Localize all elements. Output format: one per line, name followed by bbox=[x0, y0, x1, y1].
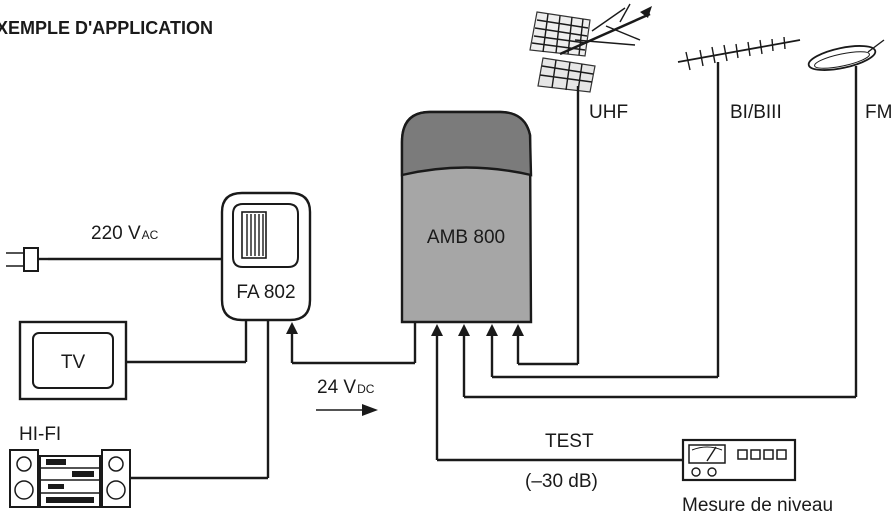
amplifier-label: AMB 800 bbox=[427, 227, 505, 248]
meter-label: Mesure de niveau bbox=[682, 495, 833, 516]
bi-biii-label: BI/BIII bbox=[730, 102, 782, 123]
uhf-antenna-icon bbox=[529, 3, 652, 93]
amplifier-amb-800: AMB 800 bbox=[400, 110, 533, 324]
power-supply-fa-802: FA 802 bbox=[220, 191, 312, 322]
dc-voltage-label: 24 VDC bbox=[317, 377, 375, 398]
diagram-title: XEMPLE D'APPLICATION bbox=[0, 18, 213, 38]
hifi-label: HI-FI bbox=[19, 424, 61, 445]
test-label: TEST bbox=[545, 431, 594, 452]
mains-voltage-value: 220 V bbox=[91, 223, 141, 244]
fm-label: FM bbox=[865, 102, 892, 123]
mains-voltage-label: 220 VAC bbox=[91, 223, 159, 244]
power-supply-label: FA 802 bbox=[236, 282, 295, 303]
bi-biii-antenna-icon bbox=[677, 36, 801, 71]
dc-direction-arrow-icon bbox=[316, 404, 378, 416]
dc-voltage-unit: DC bbox=[357, 382, 375, 396]
dc-voltage-value: 24 V bbox=[317, 377, 356, 398]
uhf-label: UHF bbox=[589, 102, 628, 123]
tv-set: TV bbox=[18, 320, 128, 401]
test-level-label: (–30 dB) bbox=[525, 471, 598, 492]
fm-antenna-icon bbox=[807, 39, 885, 71]
hifi-system-icon bbox=[9, 449, 131, 508]
mains-voltage-unit: AC bbox=[142, 228, 159, 242]
tv-label: TV bbox=[61, 352, 86, 373]
mains-plug-icon bbox=[6, 247, 48, 272]
level-meter-icon bbox=[681, 438, 797, 482]
